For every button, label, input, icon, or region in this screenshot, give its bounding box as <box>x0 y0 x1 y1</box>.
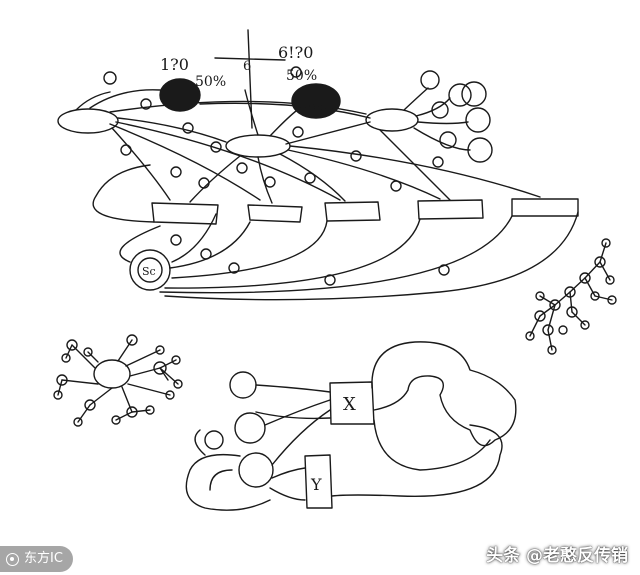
axis-line <box>214 57 286 61</box>
edge <box>415 97 451 117</box>
annotation-right-numbers: 6!?0 <box>278 43 313 62</box>
box-2 <box>247 204 303 223</box>
edge <box>417 121 469 125</box>
annotation-right-percent: 50% <box>286 68 317 84</box>
edge <box>111 127 171 201</box>
edge-marker <box>264 176 276 188</box>
edge-marker <box>182 122 194 134</box>
edge <box>379 129 451 201</box>
loop <box>164 218 421 289</box>
cluster-circle <box>448 83 472 107</box>
loop <box>159 215 513 294</box>
cluster-circle <box>467 137 493 163</box>
edge <box>199 102 371 119</box>
edge-marker <box>120 144 132 156</box>
edge <box>75 91 111 111</box>
edge <box>289 145 541 198</box>
sink-node-inner <box>137 257 163 283</box>
edge-marker <box>236 162 248 174</box>
loop <box>92 164 155 223</box>
edge-marker <box>140 98 152 110</box>
edge <box>109 100 367 115</box>
edge <box>115 121 341 201</box>
edge <box>244 89 259 136</box>
source-watermark-text: 东方IC <box>24 551 63 566</box>
loop <box>171 213 217 263</box>
node-right-oval <box>365 108 419 132</box>
edge-marker <box>170 234 182 246</box>
annotation-left-numbers: 1?0 <box>160 55 189 74</box>
node-left-oval <box>57 108 119 134</box>
annotation-left-percent: 50% <box>195 74 226 90</box>
edge-marker <box>304 172 316 184</box>
box-1 <box>151 202 219 225</box>
cluster-circle <box>465 107 491 133</box>
box-y <box>304 454 333 509</box>
edge-marker <box>210 141 222 153</box>
loop <box>164 211 579 301</box>
loop <box>171 220 328 279</box>
edge <box>89 89 161 109</box>
tree-diagram-right <box>525 238 617 355</box>
edge <box>257 156 273 204</box>
edge <box>189 155 241 203</box>
box-y-label: Y <box>310 475 322 494</box>
edge-marker <box>170 166 182 178</box>
loop <box>169 221 251 269</box>
box-4 <box>417 199 484 220</box>
sink-node-label: Sc <box>142 265 156 278</box>
xy-loop-diagram: X Y <box>185 341 517 511</box>
edge <box>109 123 261 201</box>
edge-marker <box>390 180 402 192</box>
box-5 <box>511 198 579 217</box>
edge-marker <box>438 264 450 276</box>
cluster-circle <box>461 81 487 107</box>
edge <box>117 117 227 143</box>
box-x-label: X <box>343 394 356 415</box>
source-watermark: 东方IC <box>0 546 73 572</box>
edge <box>269 107 301 137</box>
edge-marker <box>200 248 212 260</box>
box-3 <box>324 201 381 222</box>
node-shaded-left <box>159 78 201 112</box>
edge-marker <box>198 177 210 189</box>
loop <box>119 225 161 263</box>
edge <box>287 149 441 200</box>
hub-network-left <box>53 334 183 427</box>
edge <box>279 153 346 202</box>
edge <box>403 87 429 111</box>
edge <box>285 121 371 145</box>
copyright-icon <box>6 552 19 566</box>
annotation-center-number: 6 <box>243 59 251 74</box>
edge-marker <box>292 126 304 138</box>
edge-marker <box>350 150 362 162</box>
node-shaded-right <box>291 83 341 119</box>
edge-marker <box>290 66 302 78</box>
edge-marker <box>432 156 444 168</box>
sink-node-outer <box>129 249 171 291</box>
edge <box>413 127 471 151</box>
cluster-circle <box>439 131 457 149</box>
edge-marker <box>324 274 336 286</box>
author-watermark: 头条 @老憨反传销 <box>486 546 628 566</box>
cluster-circle <box>420 70 440 90</box>
edge-marker <box>228 262 240 274</box>
edge-marker <box>103 71 117 85</box>
